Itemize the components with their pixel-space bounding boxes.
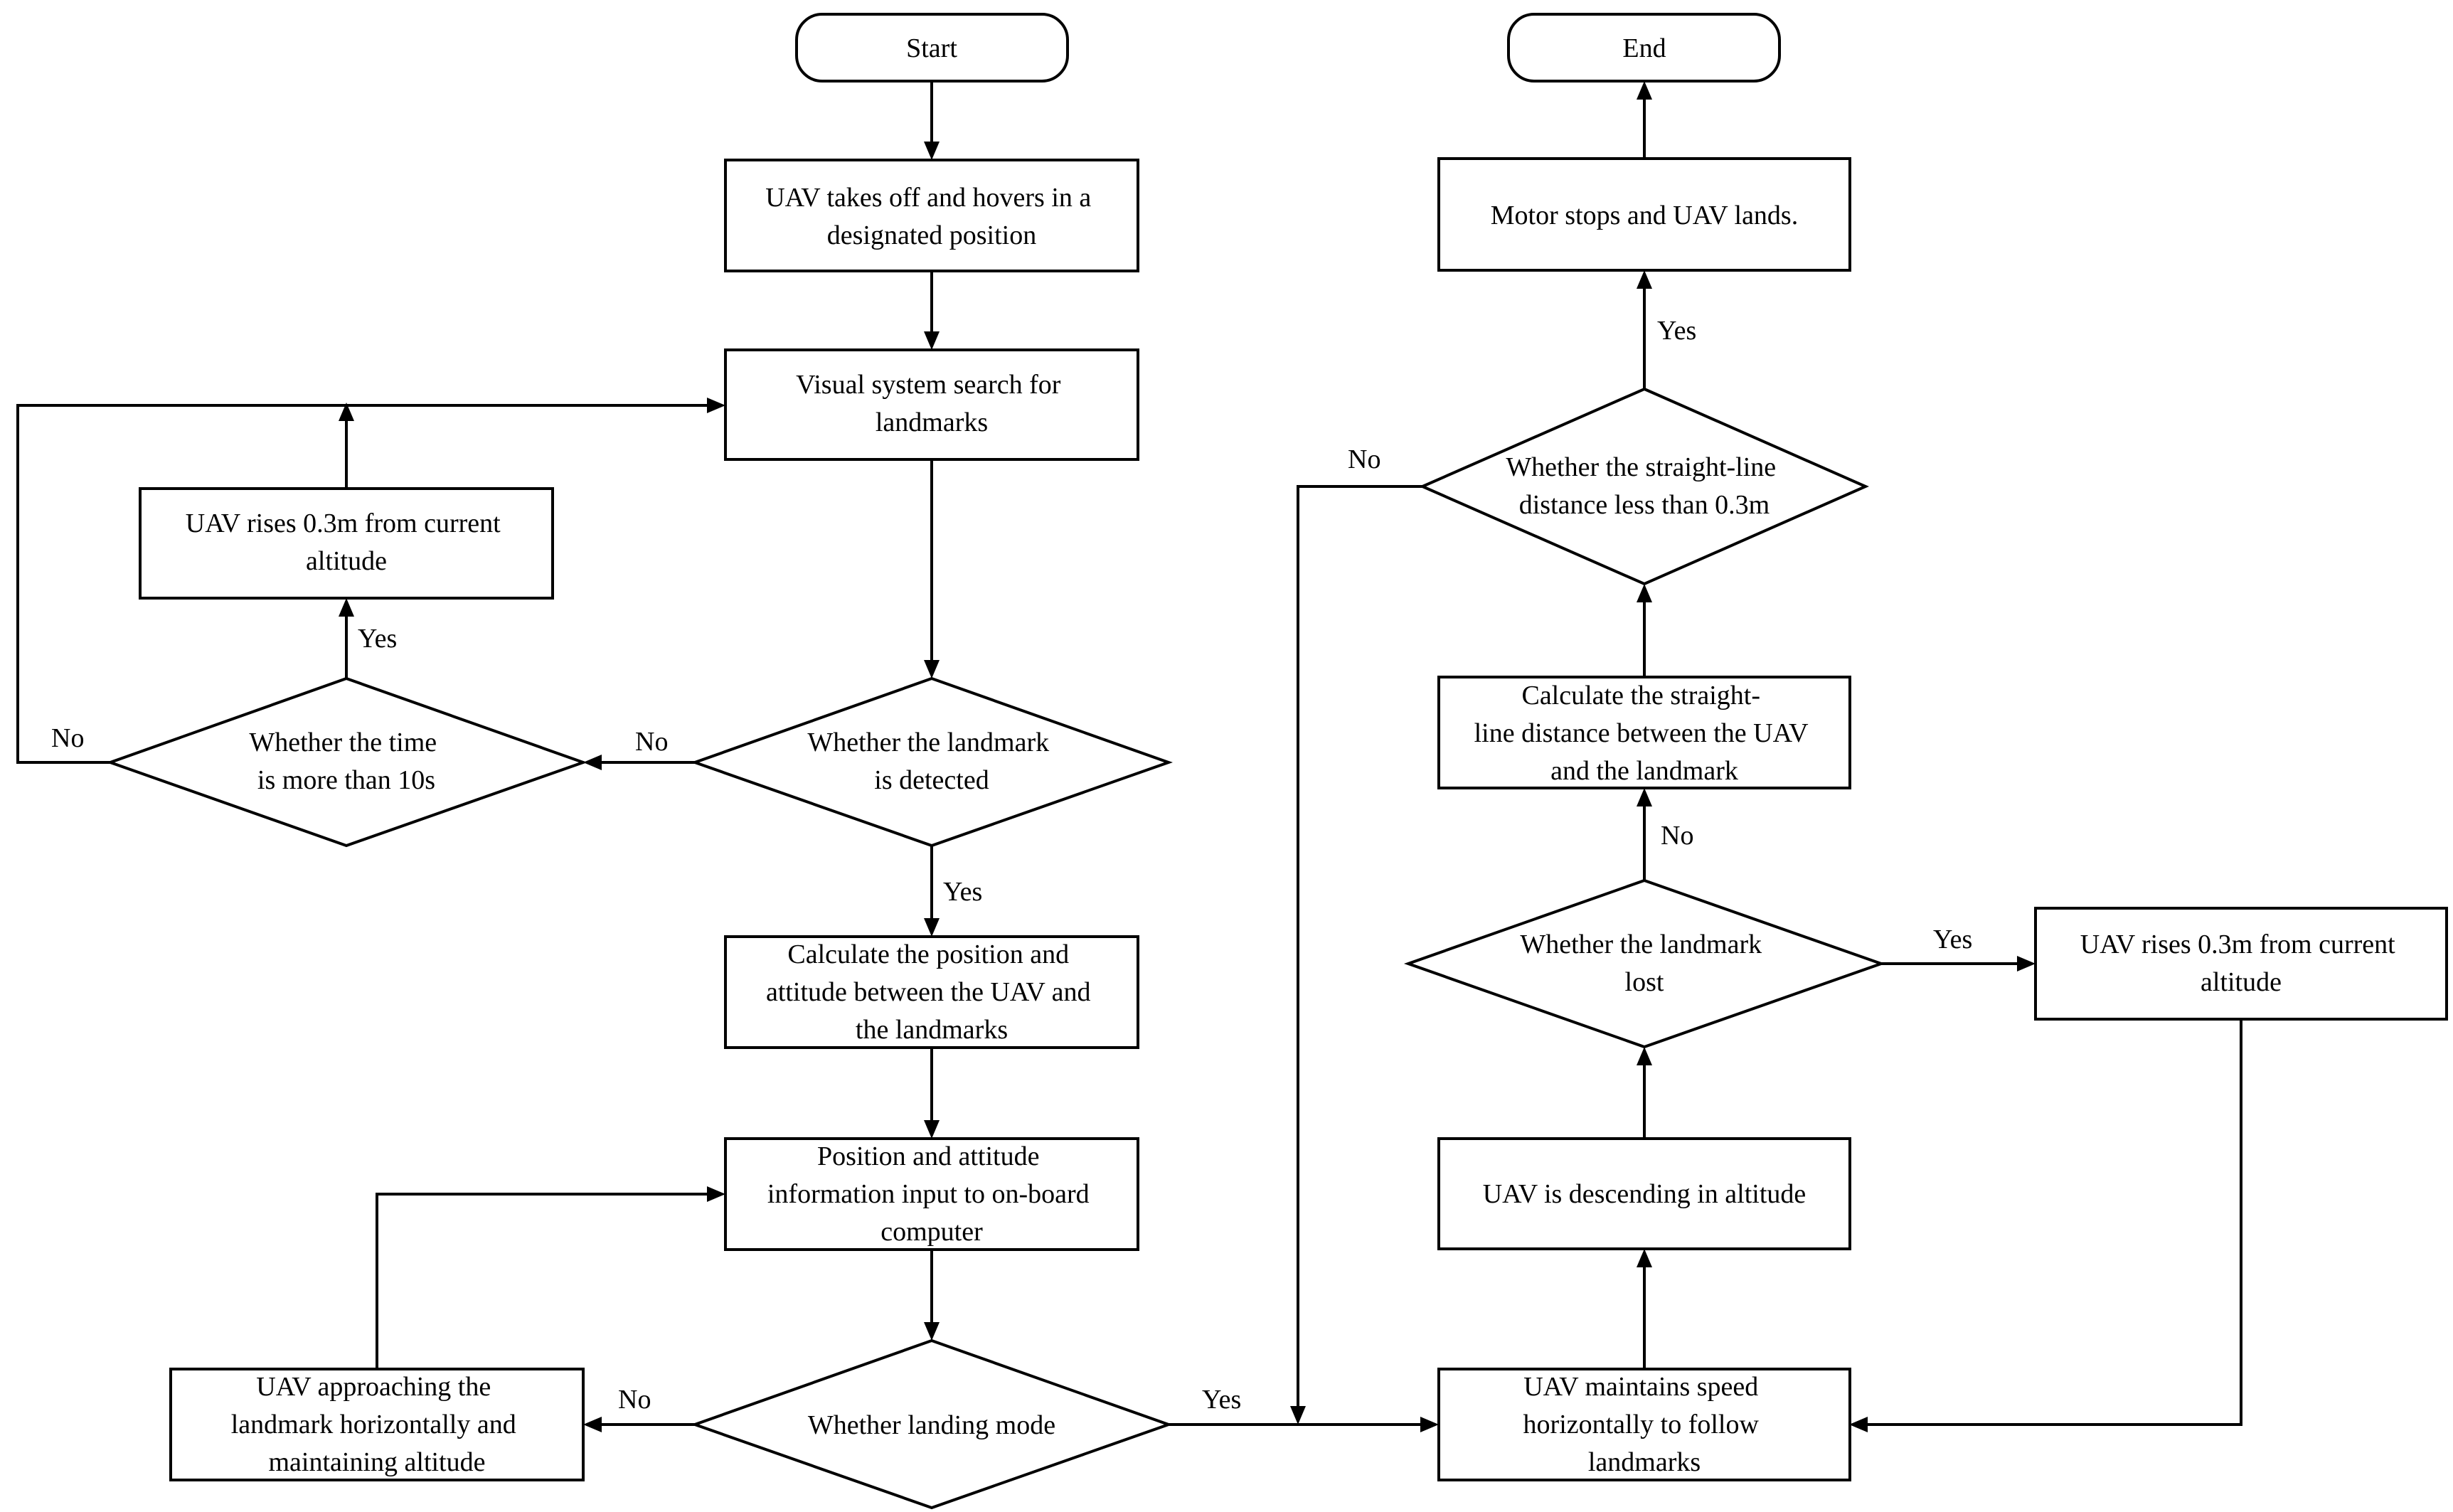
arrowhead-icon: [1637, 584, 1652, 602]
label-time-check-yes: Yes: [358, 624, 397, 654]
node-follow-text: UAV maintains speed horizontally to foll…: [1523, 1372, 1766, 1477]
node-distance-check: Whether the straight-line distance less …: [1419, 387, 1869, 586]
node-start-text: Start: [906, 33, 957, 63]
node-detected-text: Whether the landmark is detected: [807, 728, 1055, 795]
arrowhead-icon: [339, 403, 354, 421]
edge-labels: Yes No No Yes No Yes Yes No No Yes: [51, 316, 1972, 1415]
arrowhead-icon: [1637, 1047, 1652, 1065]
edge-distance-no: [1297, 485, 1422, 1407]
arrowhead-icon: [1420, 1417, 1439, 1432]
label-distance-yes: Yes: [1657, 316, 1696, 346]
node-time-check: Whether the time is more than 10s: [106, 676, 588, 848]
arrowhead-icon: [707, 1186, 725, 1202]
node-approach-text: UAV approaching the landmark horizontall…: [231, 1372, 523, 1477]
node-motor-stop-text: Motor stops and UAV lands.: [1491, 201, 1798, 230]
node-rise-left: UAV rises 0.3m from current altitude: [139, 487, 554, 600]
node-descending: UAV is descending in altitude: [1437, 1137, 1851, 1250]
arrowhead-icon: [924, 331, 940, 350]
node-detected: Whether the landmark is detected: [690, 676, 1174, 848]
node-follow: UAV maintains speed horizontally to foll…: [1437, 1368, 1851, 1481]
node-calc-distance-text: Calculate the straight- line distance be…: [1474, 681, 1815, 786]
node-end-text: End: [1622, 33, 1666, 63]
arrowhead-icon: [2017, 956, 2036, 971]
node-lost-text: Whether the landmark lost: [1520, 930, 1768, 997]
label-time-check-no: No: [51, 723, 84, 753]
arrowhead-icon: [1637, 81, 1652, 100]
label-landing-mode-yes: Yes: [1202, 1385, 1241, 1415]
arrowhead-icon: [1637, 270, 1652, 289]
node-motor-stop: Motor stops and UAV lands.: [1437, 157, 1851, 272]
node-time-check-text: Whether the time is more than 10s: [249, 728, 443, 795]
node-end: End: [1507, 13, 1781, 82]
node-search-text: Visual system search for landmarks: [796, 370, 1068, 437]
node-lost: Whether the landmark lost: [1403, 878, 1886, 1049]
arrowhead-icon: [583, 1417, 602, 1432]
label-lost-no: No: [1661, 821, 1693, 851]
label-distance-no: No: [1348, 444, 1380, 474]
node-rise-right: UAV rises 0.3m from current altitude: [2034, 907, 2448, 1021]
node-descending-text: UAV is descending in altitude: [1483, 1179, 1807, 1209]
node-calc-pose-text: Calculate the position and attitude betw…: [766, 939, 1097, 1045]
arrowhead-icon: [924, 918, 940, 937]
node-pose-input: Position and attitude information input …: [724, 1137, 1139, 1251]
connectors: [16, 81, 2242, 1432]
node-landing-mode: Whether landing mode: [690, 1338, 1174, 1510]
arrowhead-icon: [924, 1120, 940, 1139]
node-start: Start: [795, 13, 1069, 82]
node-takeoff: UAV takes off and hovers in a designated…: [724, 159, 1139, 272]
node-rise-right-text: UAV rises 0.3m from current altitude: [2080, 930, 2402, 997]
node-calc-pose: Calculate the position and attitude betw…: [724, 935, 1139, 1049]
arrowhead-icon: [583, 755, 602, 770]
node-landing-mode-text: Whether landing mode: [808, 1410, 1055, 1440]
edge-rise-right-to-follow: [1867, 1019, 2242, 1426]
node-rise-left-text: UAV rises 0.3m from current altitude: [186, 509, 507, 576]
label-lost-yes: Yes: [1933, 925, 1972, 954]
label-detected-yes: Yes: [943, 877, 982, 907]
arrowhead-icon: [339, 598, 354, 617]
arrowhead-icon: [924, 1322, 940, 1341]
arrowhead-icon: [1637, 788, 1652, 806]
node-pose-input-text: Position and attitude information input …: [767, 1141, 1096, 1247]
arrowhead-icon: [707, 398, 725, 413]
arrowhead-icon: [1849, 1417, 1868, 1432]
node-distance-check-text: Whether the straight-line distance less …: [1506, 452, 1782, 520]
arrowhead-icon: [1290, 1406, 1306, 1425]
node-takeoff-text: UAV takes off and hovers in a designated…: [765, 183, 1098, 250]
edge-time-no: [16, 404, 708, 764]
node-calc-distance: Calculate the straight- line distance be…: [1437, 676, 1851, 789]
arrowhead-icon: [924, 142, 940, 160]
node-approach: UAV approaching the landmark horizontall…: [169, 1368, 585, 1481]
arrowhead-icon: [1637, 1249, 1652, 1267]
label-detected-no: No: [635, 727, 668, 757]
edge-approach-to-input: [376, 1193, 708, 1369]
node-search: Visual system search for landmarks: [724, 348, 1139, 461]
label-landing-mode-no: No: [618, 1385, 651, 1415]
arrowhead-icon: [924, 660, 940, 678]
